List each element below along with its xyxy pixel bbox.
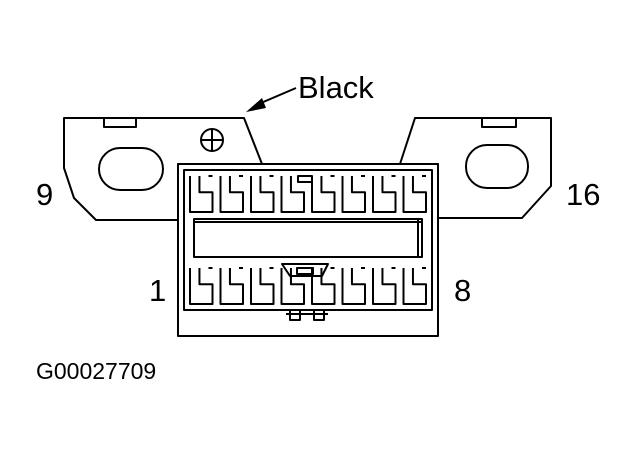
pin-cavity-5 (312, 268, 335, 304)
pin-label-8: 8 (454, 273, 472, 308)
pin-cavity-16 (404, 176, 427, 212)
pin-cavity-2 (221, 268, 244, 304)
pin-cavity-7 (373, 268, 396, 304)
right-mounting-slot (466, 145, 528, 188)
top-pin-row (190, 176, 426, 212)
pin-cavity-11 (251, 176, 274, 212)
pin-label-1: 1 (149, 273, 167, 308)
pin-cavity-15 (373, 176, 396, 212)
left-mounting-slot (99, 148, 163, 190)
pin-cavity-1 (190, 268, 213, 304)
arrowhead-icon (246, 98, 266, 112)
pin-cavity-13 (312, 176, 335, 212)
pin-cavity-8 (404, 268, 427, 304)
right-flange-notch (482, 118, 516, 127)
screw-symbol-icon (201, 129, 223, 151)
bottom-pin-row (190, 268, 426, 304)
wire-color-label: Black (298, 70, 374, 105)
pin-cavity-4 (282, 268, 305, 304)
bottom-key (297, 268, 313, 274)
pin-cavity-10 (221, 176, 244, 212)
pin-cavity-14 (343, 176, 366, 212)
pin-cavity-12 (282, 176, 305, 212)
pin-label-9: 9 (36, 177, 54, 212)
pin-cavity-6 (343, 268, 366, 304)
pin-label-16: 16 (566, 177, 601, 212)
center-channel (194, 219, 422, 257)
left-flange-notch (104, 118, 136, 127)
figure-id: G00027709 (36, 358, 157, 384)
leader-arrow (246, 88, 296, 112)
pin-cavity-3 (251, 268, 274, 304)
pin-cavity-9 (190, 176, 213, 212)
connector-body (178, 164, 438, 336)
